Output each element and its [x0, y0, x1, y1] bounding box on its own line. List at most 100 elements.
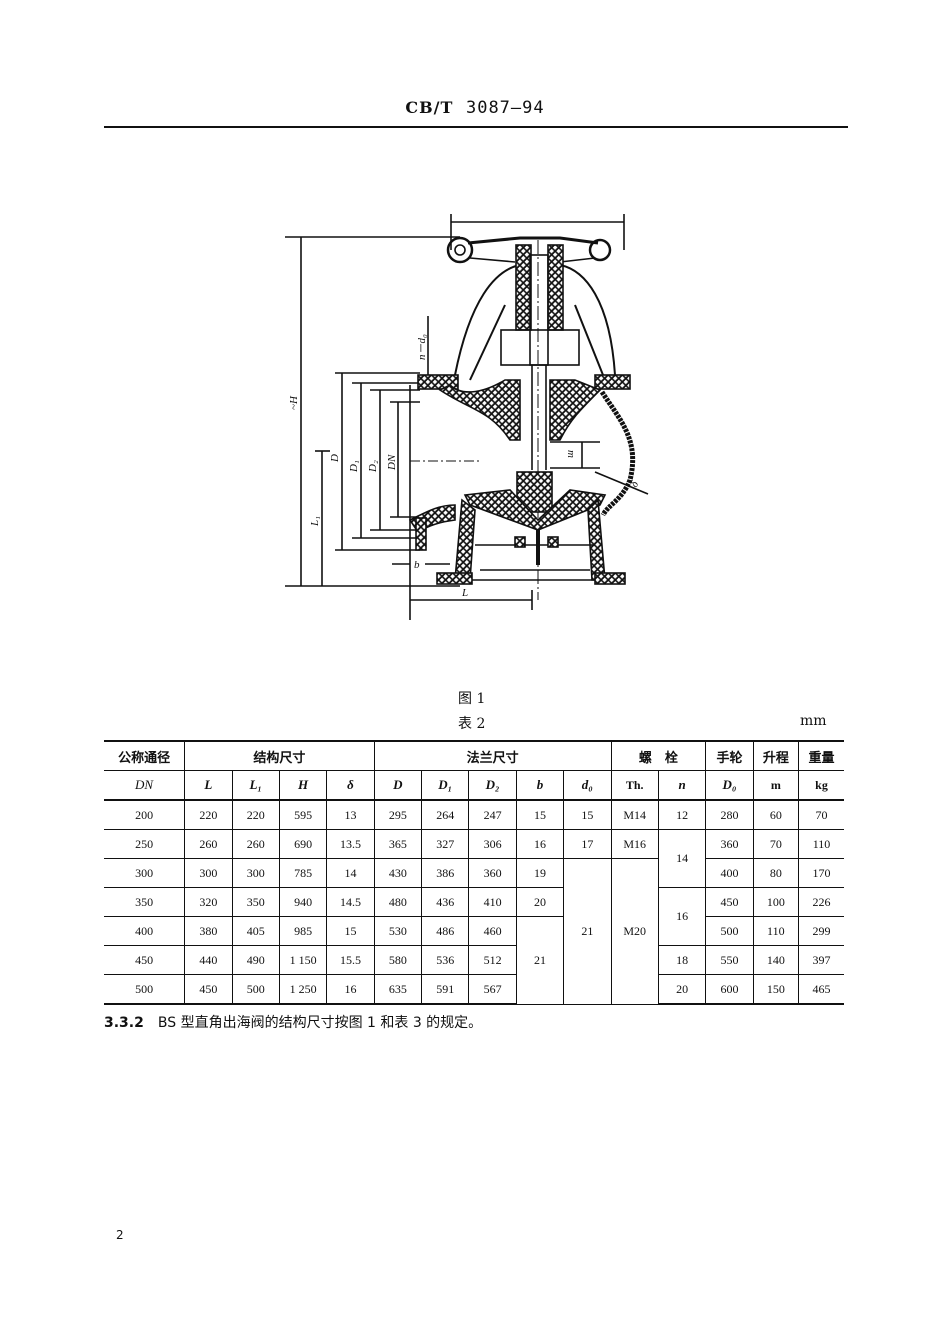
cell-D0: 550 [705, 945, 754, 975]
table-row: 450 440 490 1 150 15.5 580 536 512 18 55… [104, 945, 844, 975]
label-L: L [461, 587, 468, 599]
cell-b: 16 [515, 829, 565, 859]
subheader-dn: DN [104, 770, 186, 801]
cell-D: 530 [373, 916, 423, 946]
subheader-d0: d₀ [563, 770, 612, 801]
cell-L1: 300 [231, 858, 280, 888]
cell-dn: 500 [104, 974, 186, 1005]
cell-th: M14 [610, 799, 659, 830]
label-m: m [565, 450, 577, 458]
header-lift: 升程 [752, 740, 800, 771]
cell-m: 140 [752, 945, 800, 975]
label-DN: DN [386, 454, 398, 471]
cell-D: 295 [373, 799, 423, 830]
label-flange-bolt: n－d₀ [416, 334, 428, 360]
header-dn: 公称通径 [104, 740, 186, 771]
cell-L: 440 [184, 945, 233, 975]
cell-D: 365 [373, 829, 423, 859]
cell-D1: 536 [421, 945, 470, 975]
cell-L1: 405 [231, 916, 280, 946]
subheader-kg: kg [798, 770, 844, 801]
header-structure: 结构尺寸 [184, 740, 375, 771]
cell-L: 380 [184, 916, 233, 946]
valve-cross-section-icon: ~H n－d₀ D D₁ D₂ DN L₁ b L m δ [285, 214, 649, 620]
table-row: 200 220 220 595 13 295 264 247 15 15 M14… [104, 799, 844, 830]
cell-delta: 13.5 [326, 829, 375, 859]
cell-delta: 15 [326, 916, 375, 946]
cell-n-merged: 14 [657, 829, 707, 888]
header-row-2: DN L L₁ H δ D D₁ D₂ b d₀ Th. n D₀ m kg [104, 770, 844, 801]
header-handwheel: 手轮 [705, 740, 754, 771]
cell-D0: 360 [705, 829, 754, 859]
cell-L1: 220 [231, 799, 280, 830]
cell-L: 320 [184, 887, 233, 917]
cell-L1: 350 [231, 887, 280, 917]
subheader-th: Th. [610, 770, 659, 801]
subheader-H: H [278, 770, 328, 801]
cell-D1: 486 [421, 916, 470, 946]
cell-D2: 512 [468, 945, 517, 975]
header-weight: 重量 [798, 740, 844, 771]
cell-D2: 567 [468, 974, 517, 1005]
cell-D1: 264 [421, 799, 470, 830]
cell-n: 12 [657, 799, 707, 830]
subheader-D1: D₁ [421, 770, 470, 801]
cell-L: 300 [184, 858, 233, 888]
cell-H: 595 [278, 799, 328, 830]
cell-D0: 600 [705, 974, 754, 1005]
subheader-L1: L₁ [231, 770, 280, 801]
cell-delta: 16 [326, 974, 375, 1005]
cell-D: 480 [373, 887, 423, 917]
cell-kg: 170 [798, 858, 844, 888]
cell-dn: 300 [104, 858, 186, 888]
subheader-D: D [373, 770, 423, 801]
table-row: 300 300 300 785 14 430 386 360 19 21 M20… [104, 858, 844, 1005]
cell-L: 220 [184, 799, 233, 830]
cell-H: 690 [278, 829, 328, 859]
cell-L: 450 [184, 974, 233, 1005]
cell-m: 80 [752, 858, 800, 888]
cell-kg: 110 [798, 829, 844, 859]
cell-delta: 14.5 [326, 887, 375, 917]
cell-n: 20 [657, 974, 707, 1005]
label-L1: L₁ [309, 516, 321, 527]
subheader-delta: δ [326, 770, 375, 801]
header-rule [104, 126, 848, 128]
subheader-L: L [184, 770, 233, 801]
cell-D2: 410 [468, 887, 517, 917]
cell-D0: 500 [705, 916, 754, 946]
cell-H: 785 [278, 858, 328, 888]
cell-L: 260 [184, 829, 233, 859]
label-height: ~H [288, 395, 300, 410]
cell-D0: 280 [705, 799, 754, 830]
cell-kg: 226 [798, 887, 844, 917]
cell-m: 70 [752, 829, 800, 859]
cell-m: 100 [752, 887, 800, 917]
cell-dn: 350 [104, 887, 186, 917]
dimension-table: 公称通径 结构尺寸 法兰尺寸 螺 栓 手轮 升程 重量 DN L L₁ H δ … [104, 740, 844, 1005]
cell-L1: 490 [231, 945, 280, 975]
cell-kg: 465 [798, 974, 844, 1005]
standard-prefix: CB/T [405, 98, 454, 117]
table-row: 350 320 350 940 14.5 480 436 410 20 16 4… [104, 887, 844, 946]
cell-b: 15 [515, 799, 565, 830]
cell-D2: 247 [468, 799, 517, 830]
page-number: 2 [116, 1228, 124, 1242]
subheader-D2: D₂ [468, 770, 517, 801]
cell-D: 580 [373, 945, 423, 975]
table-unit: mm [800, 713, 827, 729]
cell-dn: 400 [104, 916, 186, 946]
standard-number: 3087—94 [465, 98, 545, 118]
cell-d0: 15 [563, 799, 612, 830]
clause-text: BS 型直角出海阀的结构尺寸按图 1 和表 3 的规定。 [157, 1015, 483, 1031]
label-D: D [329, 454, 341, 463]
cell-L1: 500 [231, 974, 280, 1005]
cell-th-merged: M20 [610, 858, 659, 1005]
cell-n-merged: 16 [657, 887, 707, 946]
cell-delta: 13 [326, 799, 375, 830]
header-flange: 法兰尺寸 [373, 740, 612, 771]
standard-header: CB/T 3087—94 [0, 98, 950, 118]
cell-D1: 386 [421, 858, 470, 888]
subheader-n: n [657, 770, 707, 801]
